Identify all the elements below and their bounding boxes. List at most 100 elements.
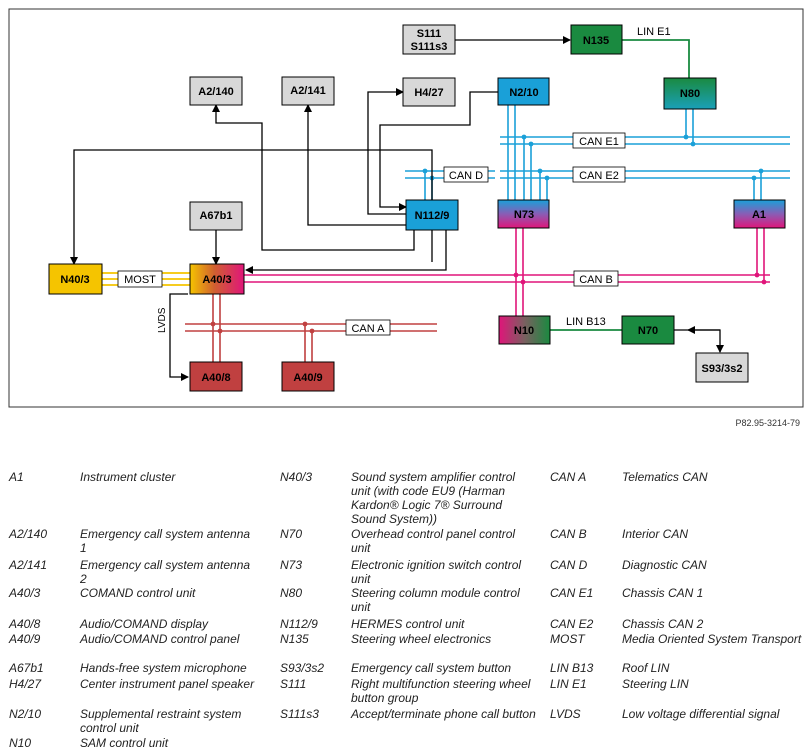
cyan-drops <box>424 104 762 200</box>
legend-description: Hands-free system microphone <box>80 661 247 675</box>
box-n135: N135 <box>570 24 623 55</box>
n73-label: N73 <box>514 209 534 221</box>
h4-27-label: H4/27 <box>414 87 443 99</box>
legend-description: Steering LIN <box>622 677 689 691</box>
box-a67b1: A67b1 <box>189 201 243 231</box>
box-a1: A1 <box>733 199 786 229</box>
box-a2-141: A2/141 <box>281 76 335 106</box>
bus-label-lin-e1: LIN E1 <box>637 26 671 38</box>
bus-label-can-a: CAN A <box>345 319 391 336</box>
legend-code: S111s3 <box>280 707 319 721</box>
legend-description: Emergency call system antenna 2 <box>80 558 251 586</box>
a2-140-label: A2/140 <box>198 86 233 98</box>
a1-label: A1 <box>752 209 766 221</box>
can-e2-bus <box>500 170 790 179</box>
legend-code: LIN B13 <box>550 661 594 675</box>
box-n73: N73 <box>497 199 550 229</box>
can-e1-bus <box>500 136 790 145</box>
legend-description: SAM control unit <box>80 736 169 750</box>
legend-code: CAN A <box>550 470 587 484</box>
legend-code: CAN E2 <box>550 617 594 631</box>
legend-description: Low voltage differential signal <box>622 707 780 721</box>
box-n40-3: N40/3 <box>48 263 103 295</box>
legend-description: Media Oriented System Transport <box>622 632 802 646</box>
legend-description: Steering wheel electronics <box>351 632 492 646</box>
legend-code: S111 <box>280 677 307 691</box>
cyan-junctions <box>422 134 764 181</box>
bus-label-can-e1: CAN E1 <box>572 132 626 149</box>
legend-code: N135 <box>280 632 309 646</box>
bus-label-lvds: LVDS <box>157 307 168 333</box>
can-b-label: CAN B <box>579 274 613 286</box>
lin-e1-label: LIN E1 <box>637 26 671 38</box>
legend-code: H4/27 <box>9 677 42 691</box>
legend-code: LIN E1 <box>550 677 587 691</box>
box-s111: S111 S111s3 <box>402 24 456 55</box>
can-a-label: CAN A <box>351 323 385 335</box>
n80-label: N80 <box>680 88 700 100</box>
legend-code: MOST <box>550 632 585 646</box>
n10-label: N10 <box>514 325 534 337</box>
can-b-junctions <box>513 272 767 285</box>
most-label: MOST <box>124 274 156 286</box>
a40-9-label: A40/9 <box>293 372 322 384</box>
legend-description: Accept/terminate phone call button <box>351 707 536 721</box>
bus-label-most: MOST <box>117 270 163 288</box>
box-n70: N70 <box>621 315 675 345</box>
a40-8-label: A40/8 <box>201 372 230 384</box>
s111s3-label: S111s3 <box>411 41 448 53</box>
legend-code: N80 <box>280 586 303 600</box>
legend-code: A40/8 <box>9 617 41 631</box>
can-d-label: CAN D <box>449 170 483 182</box>
legend-description: COMAND control unit <box>80 586 196 600</box>
box-n2-10: N2/10 <box>497 77 550 106</box>
bus-label-can-e2: CAN E2 <box>572 166 626 183</box>
box-n10: N10 <box>498 315 551 345</box>
legend-description: Diagnostic CAN <box>622 558 707 572</box>
can-a-junctions <box>210 321 315 334</box>
n135-label: N135 <box>583 35 609 47</box>
legend-code: N10 <box>9 736 32 750</box>
legend-description: HERMES control unit <box>351 617 465 631</box>
legend-code: N73 <box>280 558 303 572</box>
can-a-bus <box>185 294 437 362</box>
can-e2-label: CAN E2 <box>579 170 619 182</box>
network-diagram: LIN E1 CAN E1 CAN D CAN E2 MOST CAN B LI… <box>8 8 804 408</box>
legend-description: Instrument cluster <box>80 470 176 484</box>
lvds-label: LVDS <box>157 307 168 333</box>
legend-code: N112/9 <box>280 617 318 631</box>
legend-description: Audio/COMAND control panel <box>80 632 240 646</box>
can-b-bus <box>244 228 770 316</box>
lin-b13-label: LIN B13 <box>566 316 606 328</box>
legend-code: LVDS <box>550 707 581 721</box>
n2-10-label: N2/10 <box>509 87 538 99</box>
legend-code: A2/140 <box>9 527 48 541</box>
bus-label-can-b: CAN B <box>573 270 619 287</box>
diagram-frame <box>8 8 804 408</box>
legend-description: Steering column module control unit <box>351 586 520 614</box>
legend-description: Audio/COMAND display <box>80 617 209 631</box>
box-n80: N80 <box>663 77 717 110</box>
box-a2-140: A2/140 <box>189 76 243 106</box>
legend-description: Interior CAN <box>622 527 689 541</box>
legend-description: Supplemental restraint system control un… <box>80 707 242 735</box>
legend-description: Electronic ignition switch control unit <box>351 558 522 586</box>
a40-3-label: A40/3 <box>202 274 231 286</box>
legend-code: CAN D <box>550 558 588 572</box>
legend-description: Right multifunction steering wheel butto… <box>351 677 531 705</box>
legend-description: Chassis CAN 2 <box>622 617 704 631</box>
legend-description: Emergency call system antenna 1 <box>80 527 251 555</box>
a2-141-label: A2/141 <box>290 85 325 97</box>
box-s93-3s2: S93/3s2 <box>695 352 749 383</box>
figure-reference: P82.95-3214-79 <box>735 418 800 428</box>
legend-description: Center instrument panel speaker <box>80 677 255 691</box>
bus-label-lin-b13: LIN B13 <box>566 316 606 328</box>
box-n112-9: N112/9 <box>405 199 459 231</box>
legend-description: Overhead control panel control unit <box>351 527 516 555</box>
legend-code: CAN B <box>550 527 587 541</box>
bus-label-can-d: CAN D <box>443 166 489 183</box>
a67b1-label: A67b1 <box>199 210 232 222</box>
legend-code: A40/3 <box>9 586 41 600</box>
legend-code: A2/141 <box>9 558 48 572</box>
box-a40-8: A40/8 <box>189 361 243 392</box>
